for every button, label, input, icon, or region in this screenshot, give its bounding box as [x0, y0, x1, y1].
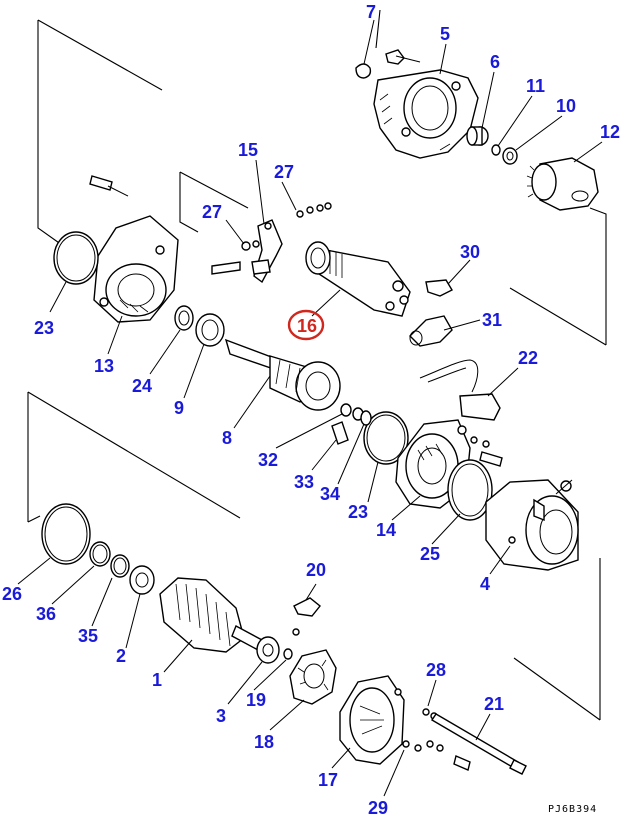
- callout-10[interactable]: 10: [556, 96, 576, 116]
- part-4-yoke-assembly: [485, 479, 579, 571]
- callout-34[interactable]: 34: [320, 484, 340, 504]
- part-6-bushing: [466, 126, 489, 146]
- part-20-brush-spring: [292, 597, 321, 636]
- callout-20[interactable]: 20: [306, 560, 326, 580]
- callout-11[interactable]: 11: [526, 76, 545, 96]
- part-26-o-ring: [41, 503, 91, 565]
- part-22-wire-lead: [419, 359, 503, 467]
- part-23-o-ring-upper: [53, 231, 99, 285]
- callout-12[interactable]: 12: [600, 122, 620, 142]
- callout-23-upper[interactable]: 23: [34, 318, 54, 338]
- callout-6[interactable]: 6: [490, 52, 500, 72]
- callout-19[interactable]: 19: [246, 690, 266, 710]
- callout-30[interactable]: 30: [460, 242, 480, 262]
- part-9-bearing: [195, 313, 225, 347]
- part-8-output-shaft: [224, 338, 341, 411]
- part-17-rear-cover: [339, 675, 405, 765]
- part-32-washer: [340, 403, 364, 421]
- callout-22[interactable]: 22: [518, 348, 538, 368]
- part-19-washer: [283, 648, 293, 660]
- callout-1[interactable]: 1: [152, 670, 162, 690]
- callout-16[interactable]: 16: [297, 316, 317, 336]
- callout-15[interactable]: 15: [238, 140, 258, 160]
- part-31-terminal-boot: [409, 315, 453, 347]
- part-29-screw: [402, 740, 444, 752]
- part-2-bearing: [129, 565, 155, 595]
- callout-36[interactable]: 36: [36, 604, 56, 624]
- callout-31[interactable]: 31: [482, 310, 502, 330]
- callout-4[interactable]: 4: [480, 574, 490, 594]
- callout-3[interactable]: 3: [216, 706, 226, 726]
- callout-35[interactable]: 35: [78, 626, 98, 646]
- callout-32[interactable]: 32: [258, 450, 278, 470]
- callout-21[interactable]: 21: [484, 694, 504, 714]
- part-27-bolts: [211, 202, 332, 275]
- callout-28[interactable]: 28: [426, 660, 446, 680]
- callout-9[interactable]: 9: [174, 398, 184, 418]
- part-7-cap: [355, 63, 372, 79]
- highlight-ring-part-16: [287, 309, 325, 341]
- part-12-pinion-clutch: [526, 157, 599, 211]
- callout-14[interactable]: 14: [376, 520, 396, 540]
- callout-17[interactable]: 17: [318, 770, 338, 790]
- callout-13[interactable]: 13: [94, 356, 114, 376]
- part-11-ring: [491, 144, 501, 156]
- assembly-frame-lines: [27, 9, 607, 721]
- callout-8[interactable]: 8: [222, 428, 232, 448]
- part-1-armature: [159, 577, 263, 653]
- part-16-solenoid: [305, 241, 411, 317]
- part-10-washer: [502, 147, 518, 165]
- part-18-brush-holder: [289, 649, 337, 705]
- part-21-through-bolt: [431, 713, 527, 775]
- callout-7[interactable]: 7: [366, 2, 376, 22]
- part-3-bearing: [256, 636, 280, 664]
- part-33-key: [331, 421, 349, 445]
- callout-5[interactable]: 5: [440, 24, 450, 44]
- callout-25[interactable]: 25: [420, 544, 440, 564]
- part-13-gear-housing: [89, 175, 179, 323]
- part-34-snap-ring: [360, 410, 372, 426]
- part-25-gasket: [447, 459, 493, 521]
- part-23-o-ring-lower: [363, 411, 409, 465]
- part-24-washer: [174, 305, 194, 331]
- part-36-ring: [89, 541, 111, 567]
- part-35-ring: [110, 554, 130, 578]
- part-30-terminal: [425, 279, 453, 297]
- part-5-front-housing: [373, 49, 479, 159]
- callout-23-lower[interactable]: 23: [348, 502, 368, 522]
- callout-26[interactable]: 26: [2, 584, 22, 604]
- callout-24[interactable]: 24: [132, 376, 152, 396]
- part-15-shift-lever: [251, 219, 283, 284]
- callout-29[interactable]: 29: [368, 798, 388, 816]
- leader-lines: [17, 19, 603, 797]
- callout-33[interactable]: 33: [294, 472, 314, 492]
- callout-2[interactable]: 2: [116, 646, 126, 666]
- callout-18[interactable]: 18: [254, 732, 274, 752]
- drawing-code: PJ6B394: [548, 804, 597, 815]
- callout-27-lower[interactable]: 27: [202, 202, 222, 222]
- callout-27-upper[interactable]: 27: [274, 162, 294, 182]
